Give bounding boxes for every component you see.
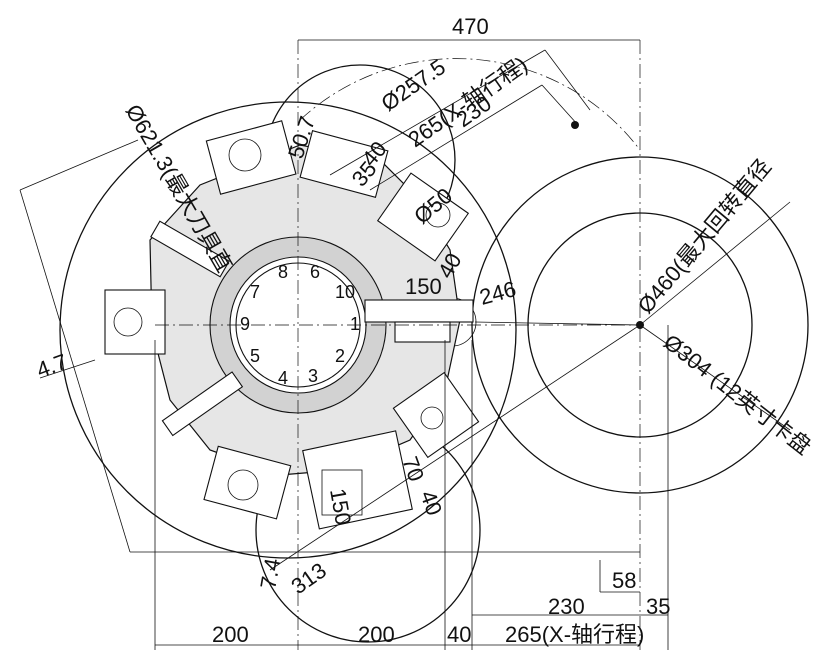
dim-max-swing: Ø460(最大回转直径: [633, 154, 776, 318]
dim-470: 470: [452, 14, 489, 39]
dim-35-bottom: 35: [646, 594, 670, 619]
spindle-center-mark: [636, 321, 644, 329]
dim-40-bottom: 40: [447, 622, 471, 647]
station-1: 1: [350, 314, 360, 334]
dimension-lines: [19, 39, 791, 650]
dim-200-left: 200: [212, 622, 249, 647]
dim-40-lower: 40: [415, 487, 447, 519]
station-2: 2: [335, 346, 345, 366]
tool-holder-bottom: [302, 430, 413, 530]
dim-313: 313: [287, 558, 331, 600]
station-10: 10: [335, 282, 355, 302]
tool-holder-left: [104, 289, 166, 355]
station-8: 8: [278, 262, 288, 282]
tool-holder-top: [299, 130, 389, 198]
tool-holder-diagonal-bars: [150, 220, 244, 437]
station-3: 3: [308, 366, 318, 386]
station-4: 4: [278, 368, 288, 388]
station-5: 5: [250, 346, 260, 366]
dim-246: 246: [477, 276, 519, 310]
dim-230-bottom: 230: [548, 594, 585, 619]
dim-7-4: 7.4: [255, 556, 285, 590]
tool-holder-upper-right: [376, 172, 470, 262]
turret-station-numbers: 1 2 3 4 5 6 7 8 9 10: [240, 262, 360, 388]
dim-x-travel-lower: 265(X-轴行程): [505, 622, 644, 647]
arc-end-mark: [571, 121, 579, 129]
station-9: 9: [240, 314, 250, 334]
tool-holder-right-boring-bar: [364, 299, 474, 343]
dim-200-right: 200: [358, 622, 395, 647]
station-7: 7: [250, 282, 260, 302]
arc-centerline: [299, 58, 641, 151]
station-6: 6: [310, 262, 320, 282]
dim-150-mid: 150: [405, 274, 442, 299]
tool-holder-lower-left: [203, 445, 292, 520]
tool-holder-top-left: [205, 120, 297, 195]
tool-holder-lower-right: [392, 371, 480, 459]
dim-58: 58: [612, 568, 636, 593]
